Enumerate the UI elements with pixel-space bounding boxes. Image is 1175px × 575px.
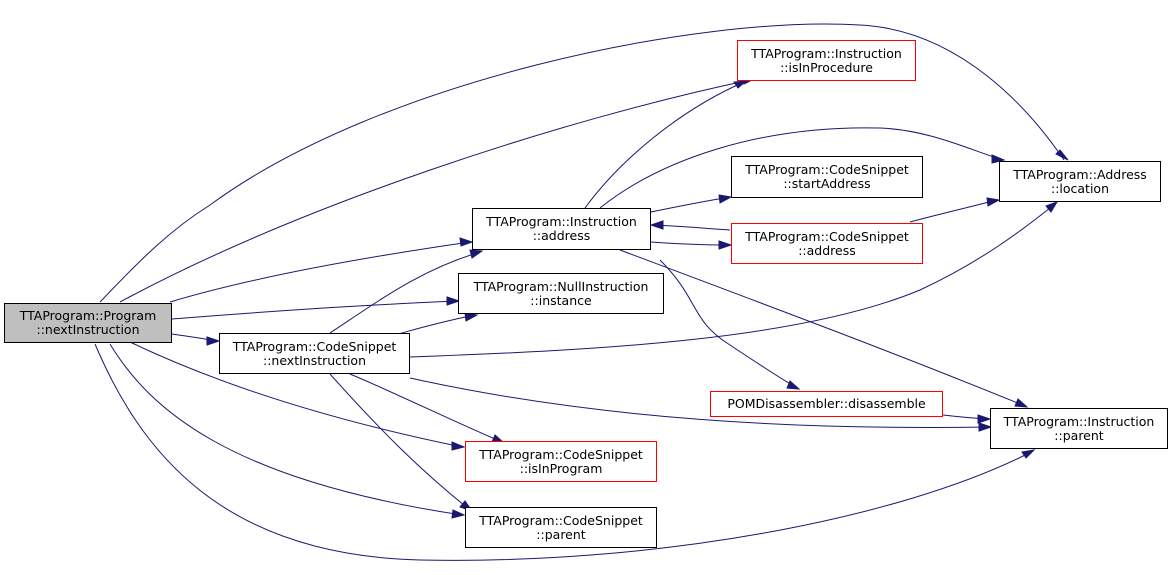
edge-address-to-address-location <box>599 127 1004 209</box>
arrow-startAddress <box>718 194 733 204</box>
edge-cs-next-to-parent <box>329 373 471 511</box>
node-address-location[interactable]: TTAProgram::Address ::location <box>999 161 1161 202</box>
node-codesnippet-address[interactable]: TTAProgram::CodeSnippet ::address <box>731 223 923 264</box>
edge-cs-next-to-nullinstruction <box>397 314 476 335</box>
node-label-line1: POMDisassembler::disassemble <box>727 396 926 411</box>
edge-program-to-instruction-address <box>169 241 471 303</box>
edge-program-to-address-location <box>99 23 1065 303</box>
arrow-codesnippet-nextInstruction <box>206 336 221 346</box>
node-label-line2: ::nextInstruction <box>262 352 366 368</box>
arrow-isInProgram-1 <box>451 441 466 451</box>
node-nullinstruction-instance[interactable]: TTAProgram::NullInstruction ::instance <box>458 273 664 314</box>
edge-codesnippet-address-to-instruction-address <box>651 224 731 231</box>
node-label-line1: TTAProgram::CodeSnippet <box>745 162 909 177</box>
node-label-line2: ::nextInstruction <box>36 322 140 337</box>
arrow-location-3 <box>986 197 1001 207</box>
node-label-line1: TTAProgram::Address <box>1013 166 1147 182</box>
node-label-line2: ::startAddress <box>783 176 871 191</box>
arrow-address-location-2 <box>991 154 1006 164</box>
edge-cs-next-to-isInProgram <box>349 373 503 443</box>
node-label-line1: TTAProgram::Program <box>19 308 157 323</box>
node-label-line1: TTAProgram::CodeSnippet <box>745 228 909 244</box>
arrow-isInProcedure-2 <box>733 80 748 89</box>
edge-cs-next-to-location <box>409 203 1056 358</box>
arrow-instruction-address-2 <box>469 249 484 259</box>
edge-program-to-instruction-parent <box>94 343 1034 561</box>
node-label-line2: ::parent <box>536 526 586 542</box>
edge-address-to-isInProcedure <box>584 81 745 209</box>
node-label-line2: ::instance <box>530 292 592 308</box>
arrow-parent-1 <box>451 509 466 519</box>
node-codesnippet-parent[interactable]: TTAProgram::CodeSnippet ::parent <box>465 507 657 548</box>
node-label-line1: TTAProgram::Instruction <box>486 214 637 229</box>
arrow-location-4 <box>1045 201 1059 213</box>
arrow-pomdisassembler <box>786 380 801 390</box>
node-label-line2: ::address <box>798 242 856 258</box>
node-label-line1: TTAProgram::Instruction <box>751 45 902 61</box>
edge-program-to-instruction-isInProcedure <box>119 79 751 303</box>
arrow-address-location-top <box>1055 149 1069 161</box>
node-pomdisassembler-disassemble[interactable]: POMDisassembler::disassemble <box>710 391 943 417</box>
edge-codesnippet-address-to-location <box>909 199 998 223</box>
arrow-instruction-address <box>459 237 474 247</box>
edge-program-to-codesnippet-isInProgram <box>129 341 463 448</box>
arrow-codesnippet-address <box>718 240 733 250</box>
edge-address-to-codesnippet-address <box>650 241 731 246</box>
node-instruction-parent[interactable]: TTAProgram::Instruction ::parent <box>990 408 1168 449</box>
node-label-line1: TTAProgram::NullInstruction <box>473 278 649 294</box>
node-label-line1: TTAProgram::CodeSnippet <box>479 446 643 462</box>
node-label-line2: ::isInProgram <box>519 460 603 476</box>
node-label-line1: TTAProgram::Instruction <box>1003 413 1155 429</box>
arrow-instruction-parent-2 <box>1014 398 1029 408</box>
node-instruction-isInProcedure[interactable]: TTAProgram::Instruction ::isInProcedure <box>737 40 916 81</box>
node-label-line1: TTAProgram::CodeSnippet <box>232 338 397 354</box>
edge-address-to-instruction-parent <box>619 249 1026 407</box>
node-codesnippet-isInProgram[interactable]: TTAProgram::CodeSnippet ::isInProgram <box>465 441 657 482</box>
edge-program-to-codesnippet-parent <box>109 343 463 516</box>
node-program-nextInstruction[interactable]: TTAProgram::Program ::nextInstruction <box>4 303 172 343</box>
edge-cs-next-to-instruction-parent <box>409 377 991 428</box>
arrow-nullinstruction-2 <box>464 312 479 322</box>
node-label-line2: ::isInProcedure <box>780 59 873 75</box>
node-codesnippet-nextInstruction[interactable]: TTAProgram::CodeSnippet ::nextInstructio… <box>219 333 410 374</box>
arrow-nullinstruction-instance <box>446 296 461 306</box>
edge-program-to-nullinstruction-instance <box>171 300 459 320</box>
node-codesnippet-startAddress[interactable]: TTAProgram::CodeSnippet ::startAddress <box>731 156 923 198</box>
node-label-line1: TTAProgram::CodeSnippet <box>479 512 643 528</box>
node-label-line2: ::location <box>1050 180 1110 196</box>
edge-address-to-pomdisassembler <box>659 259 798 389</box>
arrow-instruction-parent-1 <box>1021 449 1036 459</box>
arrow-back-instruction-address <box>649 220 664 230</box>
arrow-instruction-parent-4 <box>977 414 992 424</box>
node-label-line2: ::address <box>532 228 591 243</box>
edge-address-to-startAddress <box>650 196 731 213</box>
node-label-line2: ::parent <box>1054 427 1104 443</box>
node-instruction-address[interactable]: TTAProgram::Instruction ::address <box>472 208 651 250</box>
arrow-instruction-parent-3 <box>978 422 993 432</box>
edge-cs-next-to-instruction-address <box>329 251 481 334</box>
